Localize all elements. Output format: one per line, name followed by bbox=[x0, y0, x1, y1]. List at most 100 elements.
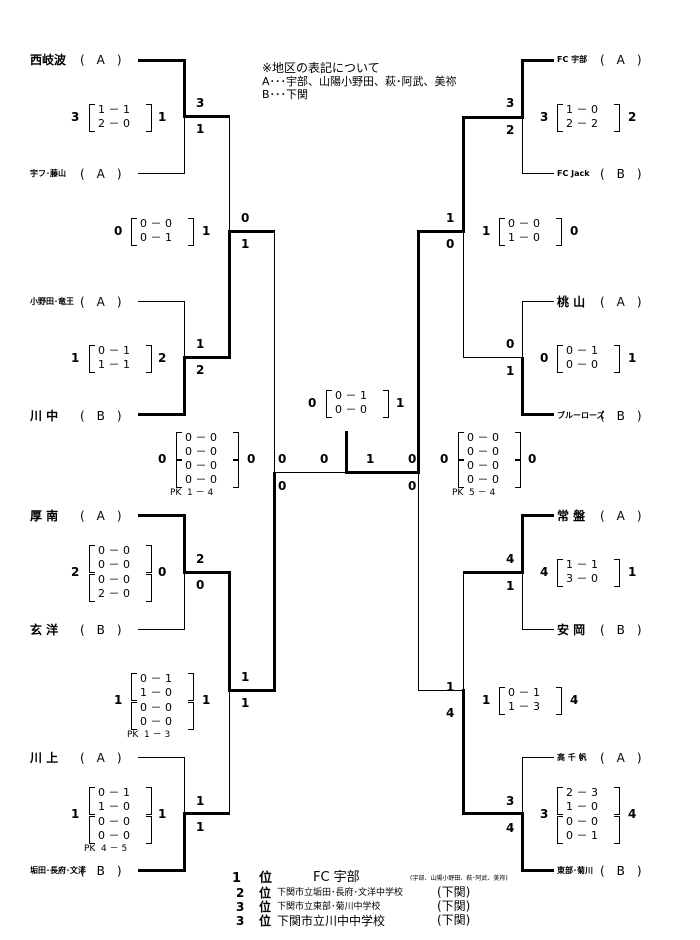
team-name: FC 宇部 bbox=[557, 55, 588, 64]
bracket-line bbox=[183, 514, 186, 573]
bracket-line bbox=[463, 571, 524, 574]
round-score: 1 bbox=[506, 579, 515, 593]
round-score: 1 bbox=[241, 237, 250, 251]
bracket-line bbox=[184, 757, 185, 814]
result-note: (宇部、山陽小野田、萩･阿武、美祢) bbox=[410, 875, 508, 882]
bracket-line bbox=[522, 629, 554, 630]
team-name: 桃 山 bbox=[557, 295, 586, 309]
bracket-line bbox=[522, 301, 523, 358]
bracket-line bbox=[138, 301, 185, 302]
team-name: 垢田･長府･文洋 bbox=[30, 866, 86, 875]
team-area: ( A ) bbox=[80, 751, 122, 765]
team-area: ( A ) bbox=[80, 509, 122, 523]
bracket-line bbox=[463, 357, 524, 358]
round-score: 0 bbox=[408, 479, 417, 493]
round-score: 1 bbox=[366, 452, 375, 466]
bracket-line bbox=[183, 356, 230, 359]
bracket-line bbox=[229, 690, 230, 814]
bracket-line bbox=[274, 472, 346, 473]
bracket-line bbox=[522, 59, 554, 62]
bracket-line bbox=[183, 115, 230, 118]
team-area: ( A ) bbox=[600, 509, 642, 523]
team-area: ( B ) bbox=[600, 167, 642, 181]
bracket-line bbox=[522, 301, 554, 302]
bracket-line bbox=[462, 689, 465, 815]
bracket-line bbox=[418, 690, 465, 691]
bracket-line bbox=[418, 230, 465, 233]
bracket-line bbox=[228, 230, 275, 233]
round-score: 1 bbox=[446, 680, 455, 694]
bracket-line bbox=[183, 571, 230, 574]
result-label: 位 bbox=[259, 886, 272, 900]
round-score: 0 bbox=[196, 578, 205, 592]
bracket-line bbox=[228, 689, 275, 692]
team-area: ( A ) bbox=[600, 751, 642, 765]
bracket-line bbox=[183, 812, 230, 815]
note-title: ※地区の表記について bbox=[262, 61, 380, 75]
team-area: ( A ) bbox=[80, 295, 122, 309]
bracket-line bbox=[463, 116, 524, 119]
bracket-line bbox=[346, 471, 420, 474]
champion-line bbox=[345, 431, 348, 474]
team-area: ( B ) bbox=[600, 623, 642, 637]
bracket-line bbox=[138, 514, 185, 517]
team-name: 厚 南 bbox=[30, 509, 59, 523]
round-score: 0 bbox=[241, 211, 250, 225]
team-area: ( A ) bbox=[80, 167, 122, 181]
bracket-line bbox=[521, 357, 524, 416]
round-score: 0 bbox=[278, 452, 287, 466]
round-score: 1 bbox=[196, 122, 205, 136]
team-name: 西岐波 bbox=[30, 53, 67, 67]
team-name: 東部･菊川 bbox=[557, 866, 593, 875]
result-rank: 2 bbox=[236, 886, 245, 900]
round-score: 1 bbox=[506, 364, 515, 378]
round-score: 1 bbox=[241, 696, 250, 710]
round-score: 3 bbox=[196, 96, 205, 110]
team-area: ( B ) bbox=[600, 409, 642, 423]
result-note: (下関) bbox=[437, 885, 471, 899]
result-rank: 3 bbox=[236, 900, 245, 914]
team-name: 小野田･竜王 bbox=[30, 297, 74, 306]
bracket-line bbox=[138, 757, 185, 758]
round-score: 0 bbox=[446, 237, 455, 251]
round-score: 4 bbox=[446, 706, 455, 720]
bracket-line bbox=[522, 869, 554, 872]
bracket-line bbox=[417, 230, 420, 474]
result-label: 位 bbox=[259, 914, 272, 928]
bracket-line bbox=[522, 514, 554, 517]
round-score: 3 bbox=[506, 96, 515, 110]
bracket-line bbox=[521, 59, 524, 118]
round-score: 2 bbox=[196, 363, 205, 377]
round-score: 4 bbox=[506, 821, 515, 835]
bracket-line bbox=[522, 757, 554, 758]
result-team: FC 宇部 bbox=[313, 870, 360, 885]
bracket-line bbox=[228, 571, 231, 691]
bracket-line bbox=[418, 472, 419, 691]
team-area: ( A ) bbox=[600, 53, 642, 67]
bracket-line bbox=[138, 629, 185, 630]
bracket-line bbox=[522, 413, 554, 416]
round-score: 0 bbox=[278, 479, 287, 493]
bracket-line bbox=[229, 116, 230, 232]
bracket-line bbox=[228, 231, 231, 359]
bracket-line bbox=[521, 514, 524, 573]
round-score: 2 bbox=[506, 123, 515, 137]
round-score: 0 bbox=[506, 337, 515, 351]
bracket-line bbox=[138, 59, 185, 62]
bracket-line bbox=[183, 813, 186, 872]
bracket-line bbox=[184, 572, 185, 630]
result-label: 位 bbox=[259, 900, 272, 914]
result-note: (下関) bbox=[437, 899, 471, 913]
team-area: ( B ) bbox=[80, 623, 122, 637]
result-rank: 1 bbox=[232, 871, 242, 886]
result-rank: 3 bbox=[236, 914, 245, 928]
team-area: ( B ) bbox=[80, 409, 122, 423]
bracket-line bbox=[522, 173, 554, 174]
bracket-line bbox=[184, 116, 185, 174]
bracket-line bbox=[274, 231, 275, 474]
bracket-line bbox=[522, 757, 523, 814]
team-name: 玄 洋 bbox=[30, 623, 59, 637]
round-score: 4 bbox=[506, 552, 515, 566]
result-team: 下関市立垢田･長府･文洋中学校 bbox=[277, 888, 404, 898]
